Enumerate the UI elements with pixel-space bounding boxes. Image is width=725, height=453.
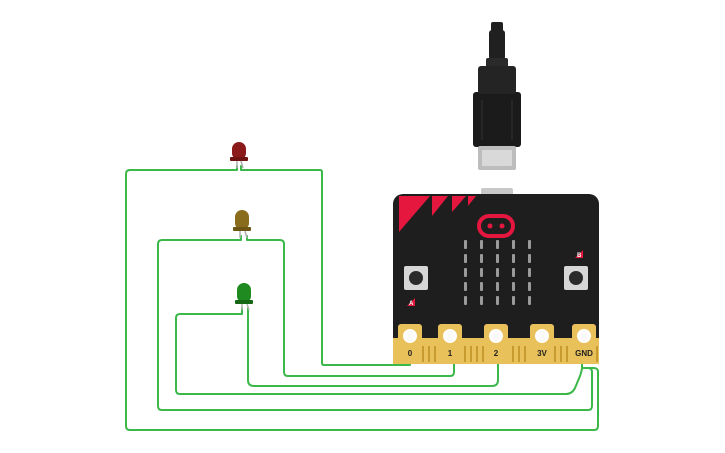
usb-cable[interactable] xyxy=(473,22,521,198)
button-a-marker xyxy=(407,298,415,306)
matrix-led xyxy=(496,282,499,291)
matrix-led xyxy=(496,240,499,249)
wire-red-led-to-gnd[interactable] xyxy=(125,165,599,431)
matrix-led xyxy=(464,240,467,249)
pin-label: 0 xyxy=(408,349,413,358)
edge-finger xyxy=(596,346,598,362)
wires xyxy=(125,165,599,431)
edge-finger xyxy=(476,346,478,362)
button-b-marker xyxy=(575,250,583,258)
matrix-led xyxy=(480,282,483,291)
edge-finger xyxy=(524,346,526,362)
wire-yellow-led-to-pin-1[interactable] xyxy=(246,235,455,377)
button-b[interactable] xyxy=(564,266,588,290)
pin-label: GND xyxy=(575,349,593,358)
matrix-led xyxy=(496,268,499,277)
matrix-led xyxy=(480,254,483,263)
edge-finger xyxy=(554,346,556,362)
edge-finger xyxy=(482,346,484,362)
matrix-led xyxy=(512,268,515,277)
wire-yellow-led-to-gnd[interactable] xyxy=(157,235,593,411)
pin-label: 1 xyxy=(448,349,453,358)
edge-finger xyxy=(518,346,520,362)
pin-gnd[interactable]: GND xyxy=(572,324,596,364)
matrix-led xyxy=(528,282,531,291)
edge-finger xyxy=(512,346,514,362)
button-a[interactable] xyxy=(404,266,428,290)
matrix-led xyxy=(464,254,467,263)
logo-accent-corner xyxy=(399,196,430,232)
matrix-led xyxy=(512,254,515,263)
matrix-led xyxy=(528,240,531,249)
matrix-led xyxy=(512,282,515,291)
led-green[interactable] xyxy=(235,283,253,311)
edge-finger xyxy=(428,346,430,362)
matrix-led xyxy=(496,254,499,263)
wire-green-led-to-gnd[interactable] xyxy=(175,307,583,395)
pin-2[interactable]: 2 xyxy=(484,324,508,364)
button-b-label: B xyxy=(577,253,582,259)
matrix-led xyxy=(528,268,531,277)
matrix-led xyxy=(528,296,531,305)
matrix-led xyxy=(496,296,499,305)
wire-red-led-to-pin-0[interactable] xyxy=(240,165,411,366)
pin-label: 3V xyxy=(537,349,547,358)
matrix-led xyxy=(528,254,531,263)
pin-3v[interactable]: 3V xyxy=(530,324,554,364)
pin-label: 2 xyxy=(494,349,499,358)
edge-finger xyxy=(470,346,472,362)
matrix-led xyxy=(512,240,515,249)
edge-finger xyxy=(560,346,562,362)
edge-finger xyxy=(566,346,568,362)
microbit-logo xyxy=(477,214,515,238)
led-yellow[interactable] xyxy=(233,210,251,239)
matrix-led xyxy=(480,268,483,277)
matrix-led xyxy=(480,296,483,305)
matrix-led xyxy=(464,296,467,305)
edge-finger xyxy=(464,346,466,362)
button-a-label: A xyxy=(409,301,414,307)
microbit-board: A B 0 1 2 3V GND xyxy=(393,194,599,364)
matrix-led xyxy=(512,296,515,305)
matrix-led xyxy=(464,268,467,277)
matrix-led xyxy=(464,282,467,291)
edge-finger xyxy=(422,346,424,362)
pin-0[interactable]: 0 xyxy=(398,324,422,364)
edge-finger xyxy=(434,346,436,362)
led-red[interactable] xyxy=(230,142,248,169)
edge-pins: 0 1 2 3V GND xyxy=(398,324,596,364)
led-matrix xyxy=(464,240,531,305)
matrix-led xyxy=(480,240,483,249)
pin-1[interactable]: 1 xyxy=(438,324,462,364)
wire-green-led-to-pin-2[interactable] xyxy=(247,307,499,387)
